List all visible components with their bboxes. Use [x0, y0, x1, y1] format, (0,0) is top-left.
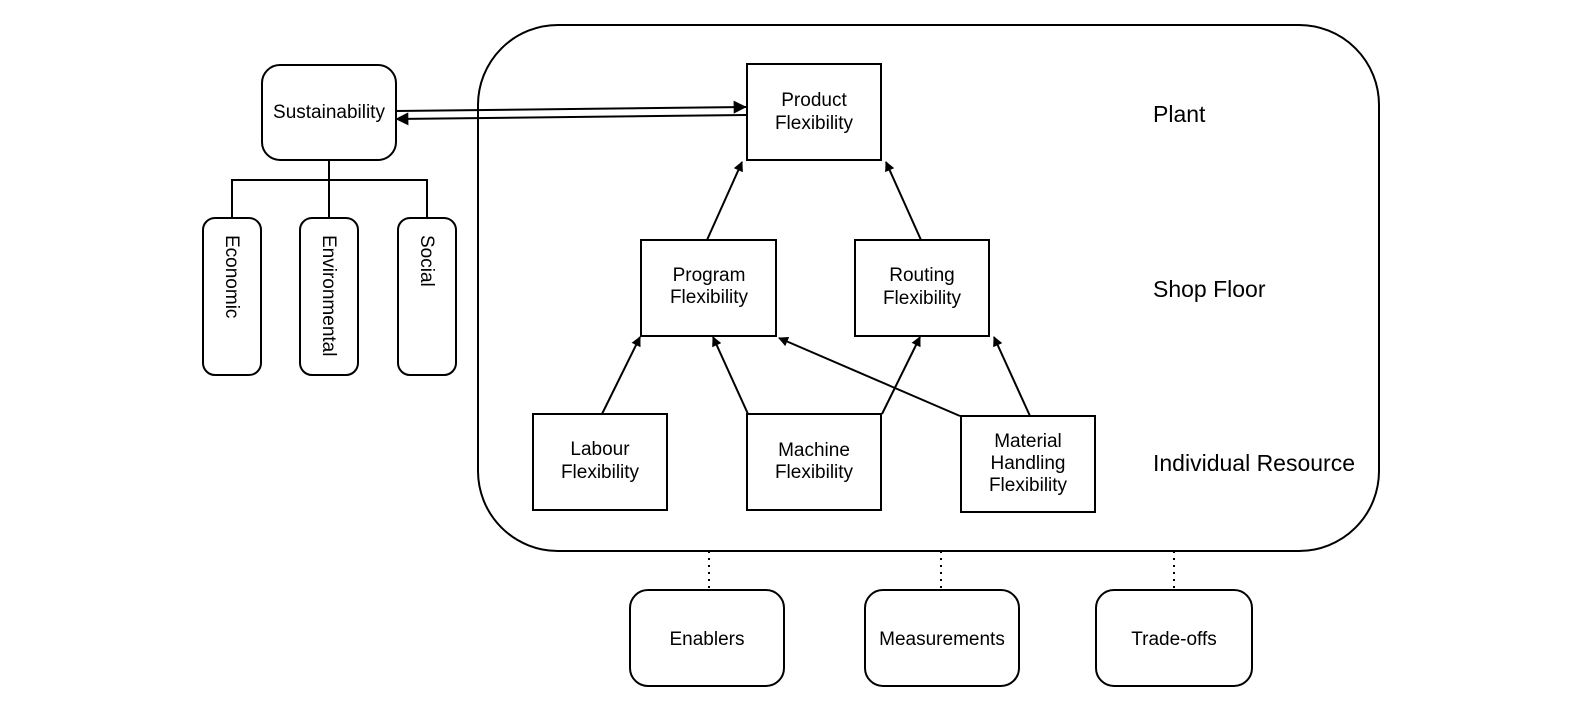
arrow-to-product [395, 100, 747, 114]
sustainability-label: Sustainability [273, 102, 385, 123]
arrow-program-to-product [706, 161, 743, 241]
measurements-label: Measurements [879, 629, 1005, 650]
tradeoffs-label: Trade-offs [1131, 629, 1217, 650]
material-handling-label-line3: Flexibility [989, 475, 1068, 496]
sustainability-product-link [395, 100, 747, 126]
program-flexibility-box [640, 239, 777, 337]
program-flexibility-label-line2: Flexibility [670, 287, 749, 308]
labour-flexibility-box [532, 413, 668, 511]
routing-flexibility-label-line1: Routing [889, 265, 955, 286]
material-handling-label-line1: Material [994, 431, 1062, 452]
product-flexibility-box [746, 63, 882, 161]
dependency-arrows [601, 161, 1031, 417]
machine-flexibility-box [746, 413, 882, 511]
arrow-to-sustainability [395, 112, 747, 126]
sustainability-tree: Sustainability Economic Environmental So… [202, 64, 457, 376]
arrow-material-to-routing [993, 336, 1031, 417]
arrow-machine-to-program [712, 336, 749, 415]
machine-flexibility-label-line1: Machine [778, 440, 850, 461]
level-individual-resource: Individual Resource [1153, 450, 1355, 476]
routing-flexibility-box [854, 239, 990, 337]
tradeoffs-box [1095, 589, 1253, 687]
social-label: Social [416, 235, 437, 287]
economic-label: Economic [221, 235, 242, 318]
labour-flexibility-label-line2: Flexibility [561, 462, 640, 483]
arrow-material-to-program [778, 336, 961, 417]
environmental-label: Environmental [318, 235, 339, 356]
product-flexibility-label-line1: Product [781, 90, 847, 111]
arrow-routing-to-product [885, 161, 922, 241]
level-plant: Plant [1153, 101, 1206, 127]
measurements-box [864, 589, 1020, 687]
social-box [397, 217, 457, 376]
economic-box [202, 217, 262, 376]
enablers-label: Enablers [670, 629, 745, 650]
connector-line [231, 179, 428, 218]
enablers-box [629, 589, 785, 687]
material-handling-flexibility-box [960, 415, 1096, 513]
program-flexibility-label-line1: Program [673, 265, 746, 286]
arrow-labour-to-program [601, 336, 641, 415]
arrow-machine-to-routing [881, 336, 921, 415]
material-handling-label-line2: Handling [991, 453, 1066, 474]
routing-flexibility-label-line2: Flexibility [883, 288, 962, 309]
machine-flexibility-label-line2: Flexibility [775, 462, 854, 483]
product-flexibility-label-line2: Flexibility [775, 113, 854, 134]
level-shop-floor: Shop Floor [1153, 276, 1266, 302]
labour-flexibility-label-line1: Labour [570, 439, 630, 460]
environmental-box [299, 217, 359, 376]
